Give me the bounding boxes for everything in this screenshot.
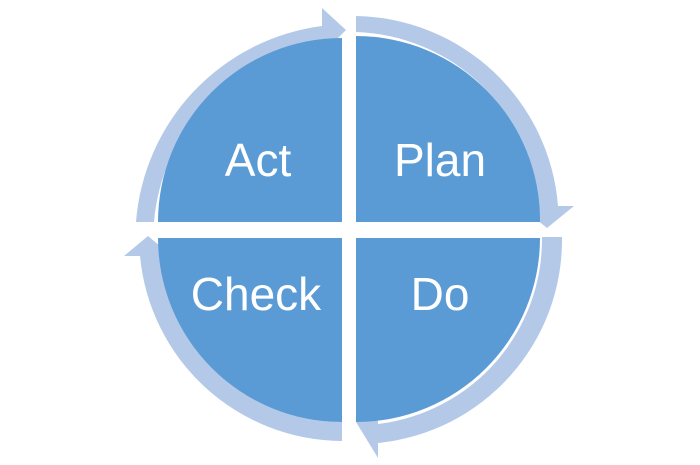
label-act: Act bbox=[225, 134, 292, 186]
quadrant-act bbox=[158, 38, 342, 222]
quadrant-check bbox=[158, 238, 342, 422]
arrow-do-to-check bbox=[356, 237, 563, 458]
label-check: Check bbox=[191, 268, 322, 320]
label-do: Do bbox=[411, 268, 470, 320]
quadrant-do bbox=[356, 238, 540, 422]
arrow-act-to-plan bbox=[136, 8, 346, 222]
quadrants bbox=[158, 36, 541, 422]
cycle-arrows bbox=[124, 8, 574, 458]
label-plan: Plan bbox=[394, 134, 486, 186]
arrow-plan-to-do bbox=[356, 16, 574, 228]
quadrant-labels: Act Plan Check Do bbox=[191, 134, 486, 320]
quadrant-plan bbox=[356, 36, 541, 222]
